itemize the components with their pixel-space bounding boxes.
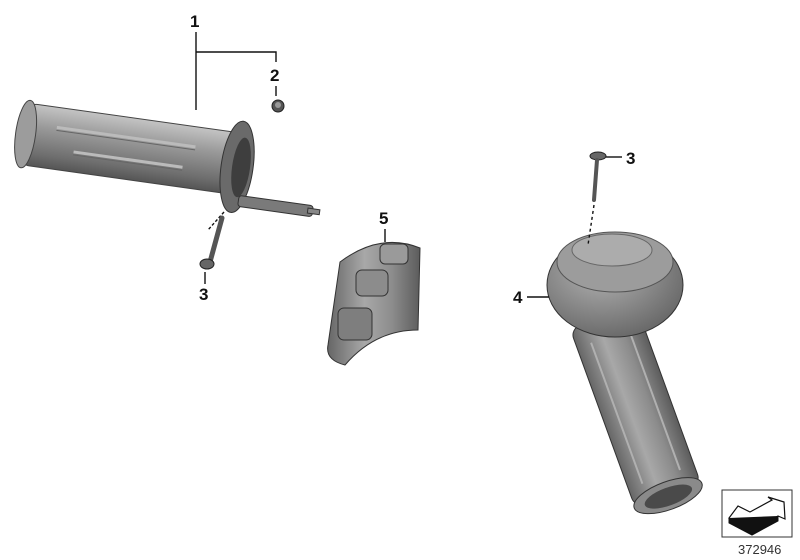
callout-3-left: 3 (199, 272, 208, 304)
left-heated-grip[interactable] (9, 90, 331, 225)
callout-4: 4 (513, 288, 549, 307)
svg-text:2: 2 (270, 66, 279, 85)
callout-3-right: 3 (606, 149, 635, 168)
screw-left-part-3[interactable] (199, 211, 225, 270)
callout-2: 2 (270, 66, 279, 96)
nut-part-2[interactable] (271, 99, 285, 113)
svg-text:3: 3 (199, 285, 208, 304)
svg-text:3: 3 (626, 149, 635, 168)
svg-text:4: 4 (513, 288, 523, 307)
svg-text:5: 5 (379, 209, 388, 228)
diagram-number: 372946 (738, 542, 781, 557)
right-throttle-grip-part-4[interactable] (546, 231, 707, 521)
switch-housing-part-5[interactable] (327, 242, 421, 366)
arrow-icon[interactable] (721, 489, 793, 538)
callout-1: 1 (190, 12, 277, 110)
svg-text:1: 1 (190, 12, 199, 31)
callout-5: 5 (379, 209, 388, 242)
screw-right-part-3[interactable] (587, 151, 607, 246)
